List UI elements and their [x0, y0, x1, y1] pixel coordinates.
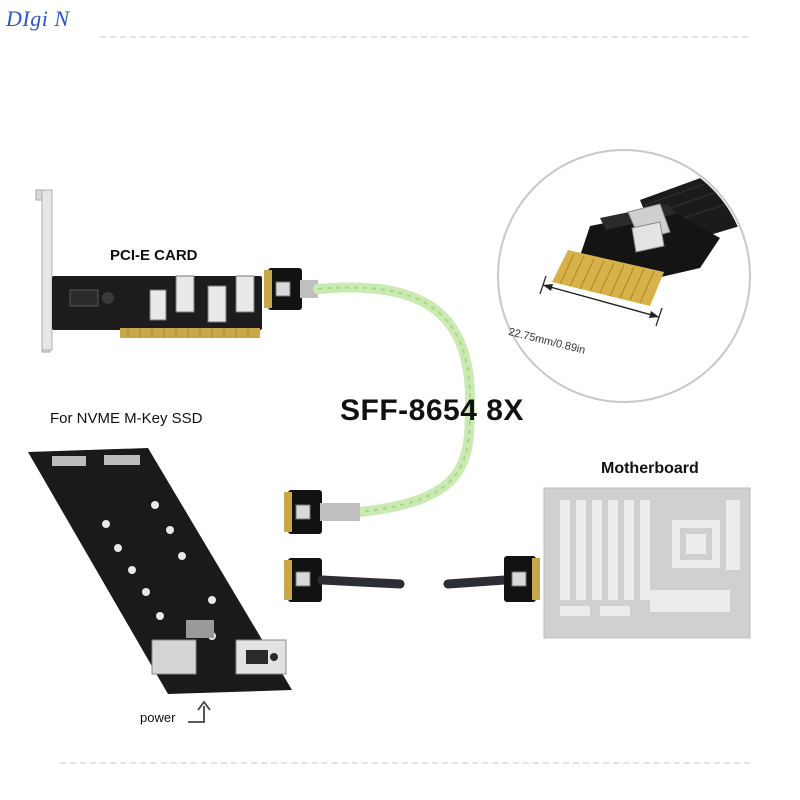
bottom-divider	[60, 762, 750, 764]
mid-sff-connector	[284, 490, 360, 534]
nvme-adapter-board	[28, 448, 292, 694]
motherboard-label: Motherboard	[601, 460, 699, 477]
power-arrow-icon	[188, 700, 211, 723]
black-cable-left	[317, 575, 405, 589]
power-label: power	[140, 710, 176, 725]
left-black-connector	[284, 558, 322, 602]
pci-e-card-label: PCI-E CARD	[110, 247, 198, 264]
product-title: SFF-8654 8X	[340, 394, 524, 427]
brand-logo: DIgi N	[6, 6, 70, 31]
right-black-connector	[504, 556, 540, 602]
top-divider	[100, 36, 748, 38]
connector-zoom-circle	[497, 149, 751, 403]
nvme-ssd-label: For NVME M-Key SSD	[50, 410, 203, 427]
black-cable-right	[443, 575, 510, 589]
pci-e-card	[35, 189, 262, 353]
top-sff-connector	[264, 268, 318, 310]
motherboard	[543, 487, 751, 639]
